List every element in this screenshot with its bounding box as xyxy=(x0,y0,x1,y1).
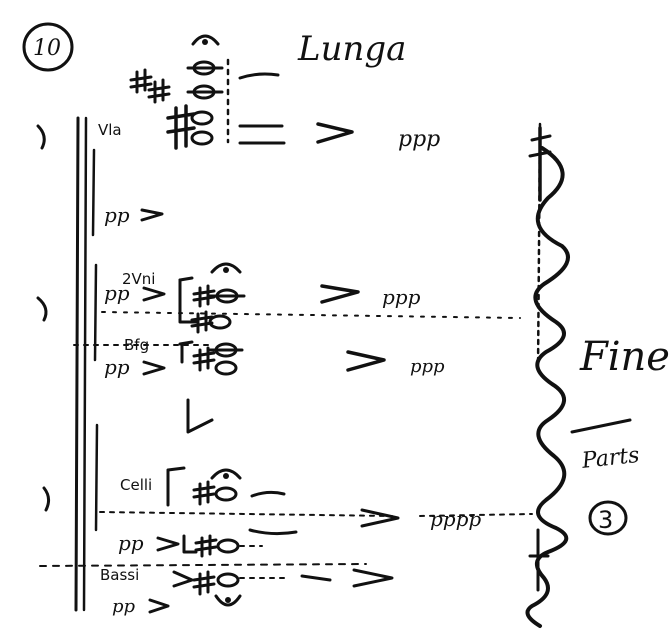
stave-5-dynamic-end: pppp xyxy=(430,507,481,531)
stave-3-dynamic-start: pp xyxy=(104,281,130,305)
stave-3-instrument: 2Vni xyxy=(122,270,155,288)
stave-6-instrument: Bassi xyxy=(100,566,139,584)
fine-squiggle xyxy=(525,122,570,628)
stave-3-dynamic-end: ppp xyxy=(382,285,421,309)
stave-6-chord xyxy=(192,570,242,607)
stave-4-dynamic-end: ppp xyxy=(410,356,445,377)
stave-4-chord xyxy=(178,340,244,434)
page-number-circle: 10 xyxy=(22,22,74,72)
stave-1-instrument: Vla xyxy=(98,121,122,139)
stave-3-chord xyxy=(178,262,246,334)
stave-4-instrument: Bfg xyxy=(124,336,149,354)
top-chord xyxy=(129,34,354,150)
fine-label: Fine xyxy=(579,334,670,380)
stave-4-dynamic-start: pp xyxy=(104,355,130,379)
parts-number: 3 xyxy=(598,506,613,534)
system-barlines xyxy=(74,116,99,612)
stave-1-dynamic-end: ppp xyxy=(398,127,440,152)
stave-6-dynamic-start: pp xyxy=(112,596,136,617)
stave-5-instrument: Celli xyxy=(120,476,152,494)
stave-2-dynamic-start: pp xyxy=(104,203,130,227)
tempo-mark: Lunga xyxy=(297,29,406,69)
parts-box: Parts 3 xyxy=(570,418,641,536)
stave-5-dynamic-start: pp xyxy=(118,531,144,555)
stave-5-chord xyxy=(166,466,286,507)
parts-label: Parts xyxy=(580,443,641,474)
page-number: 10 xyxy=(33,36,61,61)
